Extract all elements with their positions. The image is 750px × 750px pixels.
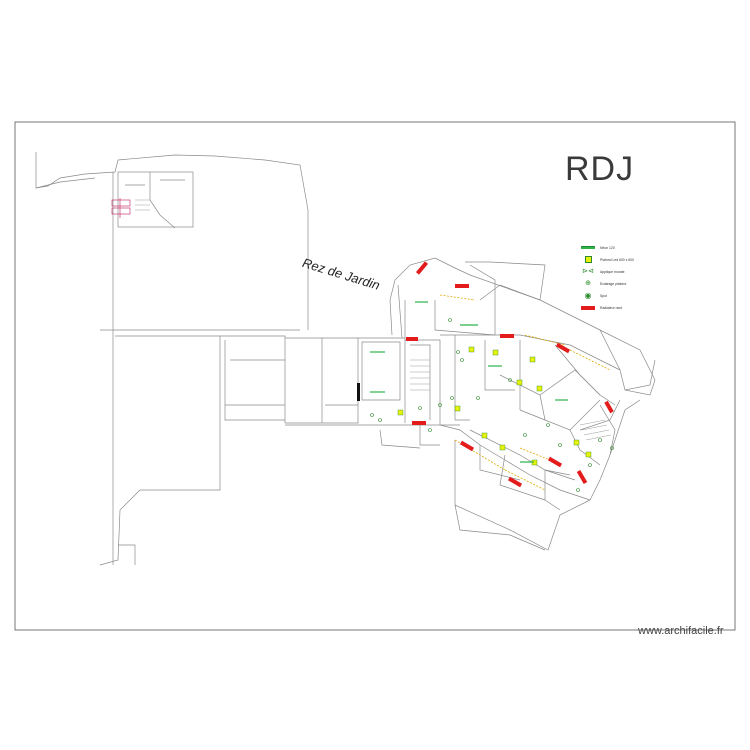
led-panel	[492, 349, 499, 356]
radiator	[576, 469, 588, 485]
legend-item: ⊳⊲ Applique murale	[580, 266, 670, 277]
legend-label: Néon 120	[600, 245, 615, 250]
led-panel	[499, 444, 506, 451]
legend-label: Plafond Led 600 x 600	[600, 257, 634, 262]
drawing-frame	[14, 121, 736, 631]
outer-wings	[454, 284, 656, 551]
fixtures	[370, 318, 614, 492]
led-panel	[468, 346, 475, 353]
led-panel	[397, 409, 404, 416]
legend-label: Eclairage plafond	[600, 281, 627, 286]
radiator	[500, 334, 514, 338]
neon-line-icon	[580, 243, 596, 252]
legend-label: Applique murale	[600, 269, 625, 274]
radiator	[459, 440, 475, 452]
led-panel	[516, 379, 523, 386]
radiator	[555, 342, 571, 354]
spot-icon: ◉	[584, 290, 592, 300]
legend-item: ⊕ Eclairage plafond	[580, 278, 670, 289]
wall-light-icon: ⊳⊲	[582, 268, 594, 275]
radiator	[507, 476, 523, 488]
led-panel	[454, 405, 461, 412]
legend-item: Plafond Led 600 x 600	[580, 254, 670, 265]
led-panel	[481, 432, 488, 439]
stairs	[135, 199, 612, 441]
legend-label: Spot	[600, 293, 607, 298]
neon-fixtures	[370, 301, 568, 463]
led-panel-icon	[580, 255, 596, 264]
led-panel	[585, 451, 592, 458]
radiator	[406, 337, 418, 341]
watermark: www.archifacile.fr	[638, 625, 724, 637]
radiator	[547, 456, 563, 468]
radiator	[604, 400, 614, 414]
radiator-icon	[580, 303, 596, 312]
legend-item: Radiateur neuf	[580, 302, 670, 313]
radiator	[412, 421, 426, 425]
led-panels	[397, 346, 592, 466]
walls	[35, 152, 656, 566]
radiator	[455, 284, 469, 288]
radiators	[406, 261, 614, 488]
led-panel	[529, 356, 536, 363]
black-wall-segment	[357, 383, 360, 401]
led-panel	[536, 385, 543, 392]
pink-details	[111, 198, 131, 218]
neon-walls	[439, 294, 611, 491]
sheet-title: RDJ	[565, 150, 635, 188]
radiator	[415, 261, 429, 275]
legend: Néon 120 Plafond Led 600 x 600 ⊳⊲ Appliq…	[580, 242, 670, 314]
ceiling-light-icon: ⊕	[585, 280, 591, 287]
legend-item: Néon 120	[580, 242, 670, 253]
legend-item: ◉ Spot	[580, 290, 670, 301]
legend-label: Radiateur neuf	[600, 305, 623, 310]
led-panel	[573, 439, 580, 446]
